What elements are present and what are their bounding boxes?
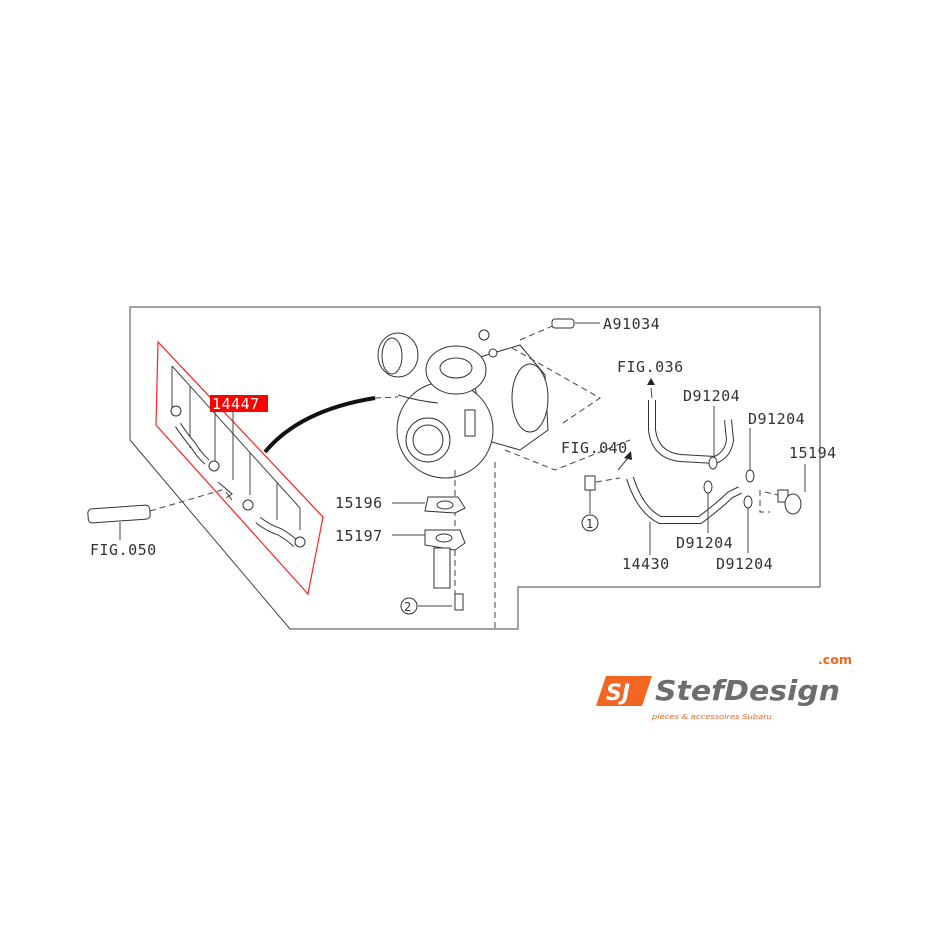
- guide-lines: [454, 324, 631, 629]
- connection-arrow: [263, 396, 376, 454]
- label-fig036[interactable]: FIG.036: [617, 358, 684, 376]
- label-14447-highlight: [210, 395, 268, 412]
- stud-a91034: [551, 318, 575, 329]
- label-d91204-2[interactable]: D91204: [748, 410, 805, 428]
- banjo-bolt: [584, 475, 596, 491]
- label-fig050[interactable]: FIG.050: [90, 541, 157, 559]
- stefdesign-logo: SJ StefDesign .com pièces & accessoires …: [596, 653, 852, 721]
- label-15196[interactable]: 15196: [335, 494, 383, 512]
- label-15194[interactable]: 15194: [789, 444, 837, 462]
- callout-1-circle: [581, 514, 599, 532]
- oil-return-pipe-15197: [424, 529, 466, 589]
- bolt: [454, 593, 464, 611]
- svg-text:SJ: SJ: [606, 681, 630, 706]
- callout-2-circle: [400, 597, 418, 615]
- label-d91204-1[interactable]: D91204: [683, 387, 740, 405]
- oil-feed-pipe: [647, 378, 735, 465]
- label-fig040[interactable]: FIG.040: [561, 439, 628, 457]
- logo-tagline: pièces & accessoires Subaru: [651, 713, 773, 721]
- diagram-frame: [129, 306, 821, 630]
- leader-lines-14447: [171, 365, 301, 530]
- callout-2[interactable]: 2: [404, 600, 412, 614]
- label-15197[interactable]: 15197: [335, 527, 383, 545]
- logo-text: StefDesign: [655, 674, 840, 707]
- label-14447[interactable]: 14447: [212, 395, 260, 413]
- turbocharger: [377, 329, 549, 479]
- label-a91034[interactable]: A91034: [603, 315, 660, 333]
- bolt-15194: [759, 489, 802, 515]
- washers-d91204: [703, 456, 755, 509]
- logo-suffix: .com: [818, 653, 852, 667]
- oil-pipe-14430: [617, 451, 742, 524]
- label-d91204-3[interactable]: D91204: [676, 534, 733, 552]
- label-14430[interactable]: 14430: [622, 555, 670, 573]
- gasket-15196: [424, 496, 466, 514]
- highlight-box-14447: [155, 340, 324, 596]
- label-d91204-4[interactable]: D91204: [716, 555, 773, 573]
- hose-parts-14447: [170, 405, 306, 548]
- pipe-fig050: [87, 489, 223, 540]
- callout-1[interactable]: 1: [586, 517, 594, 531]
